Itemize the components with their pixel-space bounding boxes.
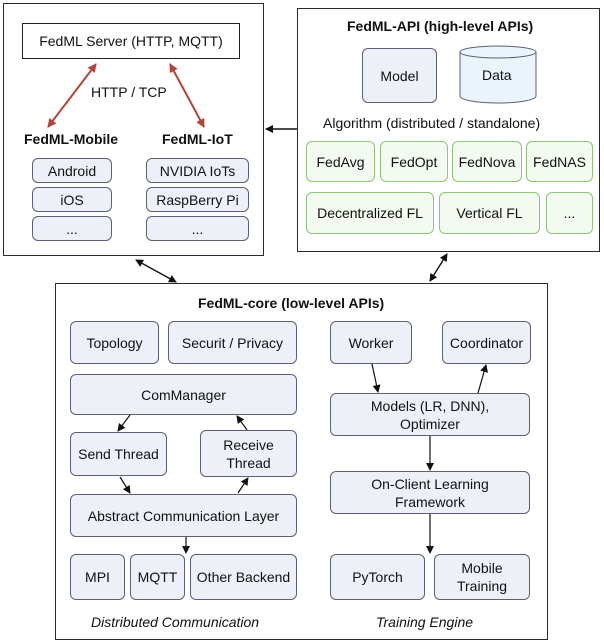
security-privacy-box: Securit / Privacy <box>168 321 297 364</box>
receive-thread-box: Receive Thread <box>200 430 297 477</box>
mobile-core-arrow <box>135 259 177 283</box>
other-backend-box: Other Backend <box>190 554 297 600</box>
algo-more-box: ... <box>546 192 593 234</box>
fedml-iot-title: FedML-IoT <box>162 131 233 147</box>
models-optimizer-box: Models (LR, DNN), Optimizer <box>330 393 530 436</box>
android-box: Android <box>32 158 112 183</box>
send-thread-box: Send Thread <box>70 432 167 476</box>
topology-box: Topology <box>70 321 159 364</box>
algo-fednova-box: FedNova <box>452 141 522 182</box>
mobile-more-box: ... <box>32 216 112 241</box>
algorithm-label: Algorithm (distributed / standalone) <box>323 115 541 131</box>
mobile-training-box: Mobile Training <box>434 554 530 600</box>
training-engine-caption: Training Engine <box>376 614 474 630</box>
mqtt-box: MQTT <box>130 554 185 600</box>
nvidia-iots-box: NVIDIA IoTs <box>146 158 249 183</box>
algo-fedavg-box: FedAvg <box>306 141 375 182</box>
mpi-box: MPI <box>70 554 125 600</box>
pytorch-box: PyTorch <box>330 554 425 600</box>
data-label: Data <box>482 67 512 83</box>
algo-fedopt-box: FedOpt <box>380 141 448 182</box>
commanager-box: ComManager <box>70 374 297 415</box>
api-core-arrow <box>429 253 448 282</box>
on-client-learning-framework-box: On-Client Learning Framework <box>330 471 530 514</box>
http-tcp-label: HTTP / TCP <box>91 84 167 100</box>
fedml-mobile-title: FedML-Mobile <box>24 131 119 147</box>
ios-box: iOS <box>32 187 112 212</box>
fedml-core-title: FedML-core (low-level APIs) <box>198 295 385 311</box>
raspberry-pi-box: RaspBerry Pi <box>146 187 249 212</box>
data-cylinder-icon <box>459 45 537 104</box>
iot-more-box: ... <box>146 216 249 241</box>
model-box: Model <box>362 48 437 103</box>
algo-fednas-box: FedNAS <box>526 141 593 182</box>
fedml-server-box: FedML Server (HTTP, MQTT) <box>22 23 240 59</box>
fedml-api-title: FedML-API (high-level APIs) <box>347 18 534 34</box>
algo-decentralized-fl-box: Decentralized FL <box>306 192 434 234</box>
algo-vertical-fl-box: Vertical FL <box>439 192 540 234</box>
distributed-communication-caption: Distributed Communication <box>91 614 260 630</box>
coordinator-box: Coordinator <box>442 321 531 364</box>
abstract-communication-layer-box: Abstract Communication Layer <box>70 494 297 537</box>
worker-box: Worker <box>330 321 412 364</box>
